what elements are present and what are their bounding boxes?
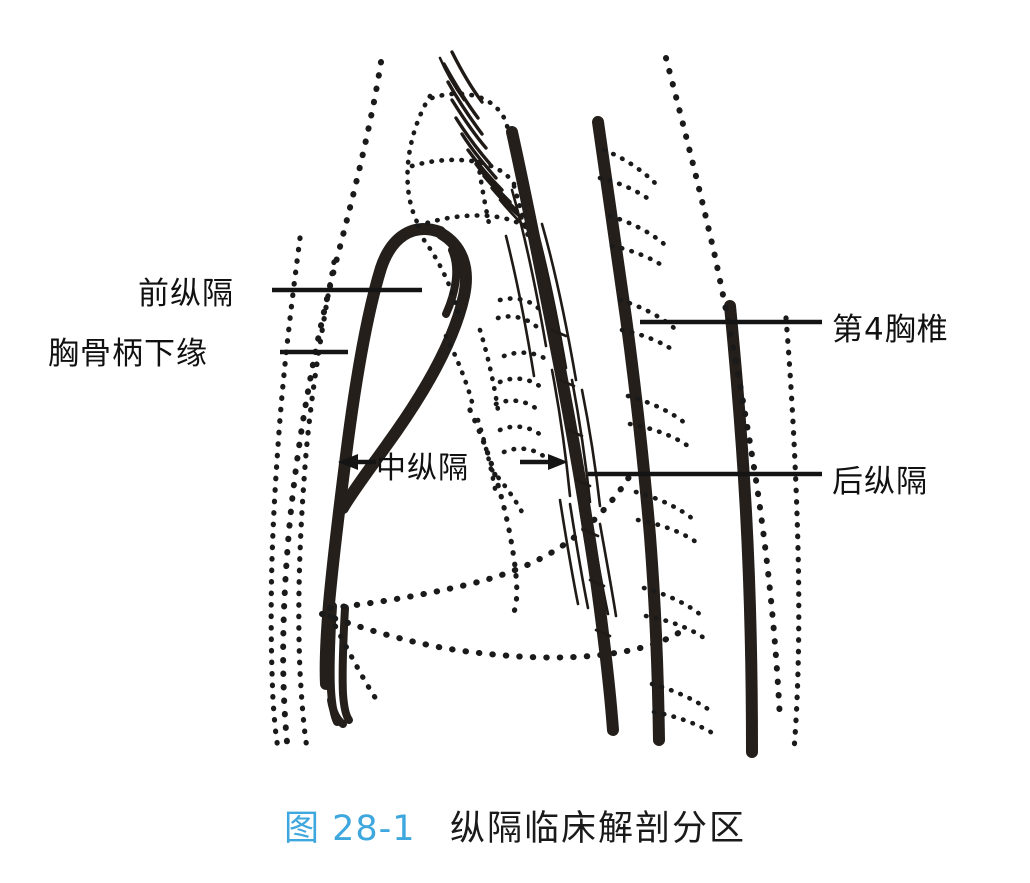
neck-soft-tissue-hatching — [438, 50, 528, 230]
figure-caption: 图 28-1 纵隔临床解剖分区 — [0, 800, 1030, 851]
label-posterior-mediastinum: 后纵隔 — [832, 464, 928, 500]
middle-mediastinum-arrow — [338, 454, 568, 470]
caption-number: 图 28-1 — [283, 809, 416, 849]
label-manubrium-lower-border: 胸骨柄下缘 — [48, 336, 208, 372]
vertebral-body-ticks — [550, 328, 612, 638]
posterior-body-wall-contour — [663, 55, 802, 753]
vertebral-body-anterior-border — [506, 126, 619, 736]
great-vessels-contour — [475, 296, 553, 519]
label-middle-mediastinum: 中纵隔 — [376, 451, 469, 486]
spinous-process-line — [724, 300, 758, 758]
anterior-mediastinum-boundary — [337, 228, 472, 514]
label-anterior-mediastinum: 前纵隔 — [138, 276, 234, 312]
anterior-chest-wall-contour — [268, 59, 384, 755]
diaphragm-contour — [319, 469, 683, 705]
label-fourth-thoracic-vertebra: 第4胸椎 — [832, 312, 949, 348]
caption-title: 纵隔临床解剖分区 — [450, 809, 747, 849]
posterior-ribs-contour — [597, 147, 717, 737]
leader-lines — [272, 287, 822, 477]
pericardium-contour — [443, 333, 520, 615]
